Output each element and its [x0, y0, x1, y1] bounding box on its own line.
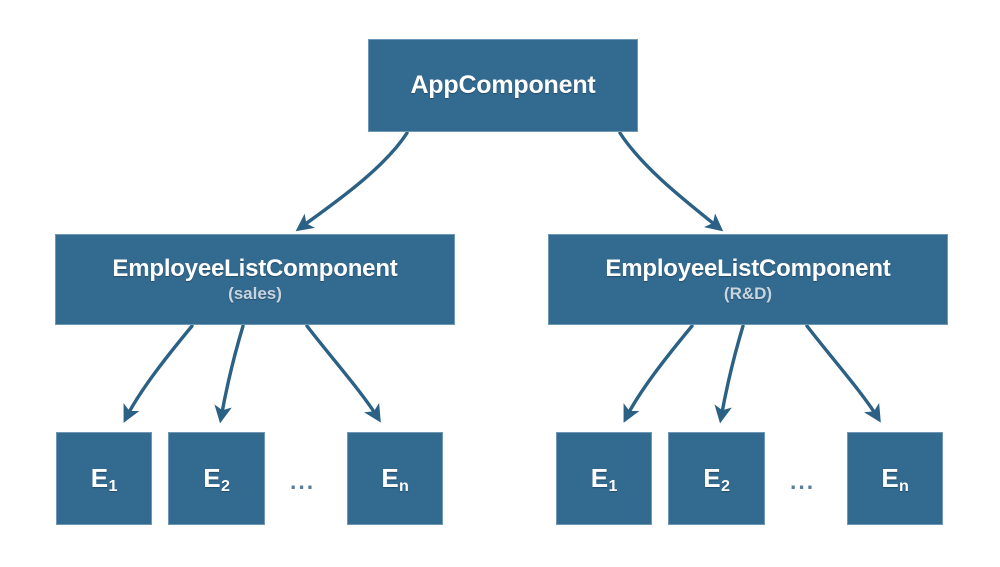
node-employee-label: E2 [203, 462, 230, 496]
node-employee-rnd-2[interactable]: E2 [668, 432, 765, 525]
edge-sales-to-en [305, 324, 381, 423]
edge-app-to-rnd [618, 131, 724, 232]
node-employee-subscript: 1 [108, 477, 118, 496]
node-employee-list-label: EmployeeListComponent [112, 254, 398, 282]
edge-sales-to-e1 [123, 324, 194, 423]
node-employee-subscript: 2 [720, 477, 730, 496]
node-employee-label: En [881, 462, 909, 496]
node-employee-list-sublabel: (R&D) [723, 284, 773, 304]
edge-rnd-to-en [805, 324, 881, 423]
node-employee-label: E2 [703, 462, 730, 496]
node-employee-list-component-rnd[interactable]: EmployeeListComponent(R&D) [548, 234, 948, 325]
edge-sales-to-e2 [214, 324, 245, 424]
node-app-component[interactable]: AppComponent [368, 39, 638, 132]
node-app-component-label: AppComponent [410, 71, 596, 100]
node-employee-rnd-3[interactable]: En [847, 432, 943, 525]
node-employee-label: En [381, 462, 409, 496]
node-employee-label: E1 [90, 462, 118, 496]
edge-rnd-to-e2 [714, 324, 745, 424]
node-employee-list-label: EmployeeListComponent [605, 254, 891, 282]
node-employee-label: E1 [590, 462, 618, 496]
node-employee-subscript: 1 [608, 477, 618, 496]
node-employee-subscript: 2 [220, 477, 230, 496]
ellipsis-rnd: ... [790, 468, 816, 494]
node-employee-list-component-sales[interactable]: EmployeeListComponent(sales) [55, 234, 455, 325]
node-employee-sales-2[interactable]: E2 [168, 432, 265, 525]
ellipsis-sales: ... [290, 468, 316, 494]
node-employee-sales-3[interactable]: En [347, 432, 443, 525]
node-employee-rnd-1[interactable]: E1 [556, 432, 652, 525]
node-employee-sales-1[interactable]: E1 [56, 432, 152, 525]
edge-rnd-to-e1 [623, 324, 694, 423]
node-employee-list-sublabel: (sales) [228, 284, 282, 304]
node-employee-subscript: n [899, 477, 909, 496]
edge-app-to-sales [295, 131, 409, 232]
node-employee-subscript: n [399, 477, 409, 496]
